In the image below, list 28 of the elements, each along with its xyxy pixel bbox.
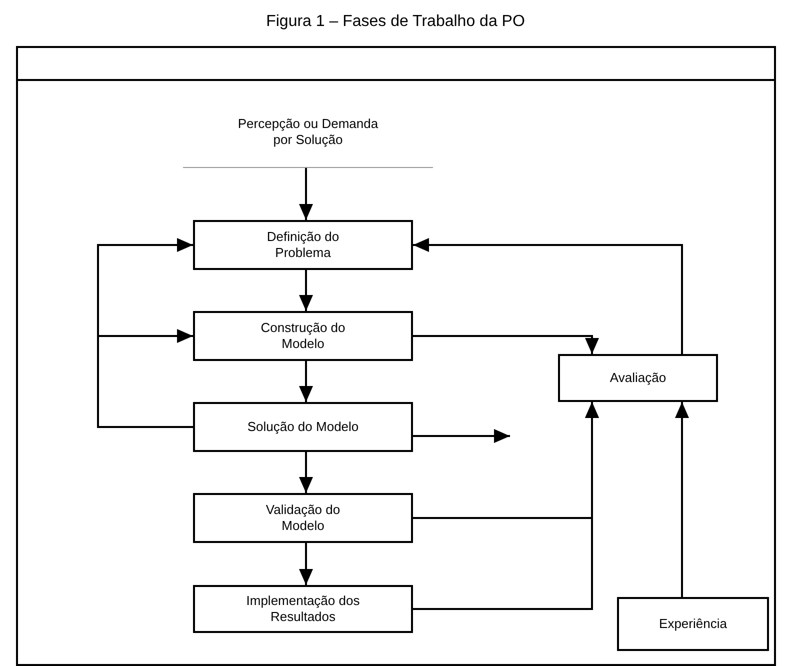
box-label: Experiência	[659, 616, 727, 632]
arrow	[413, 429, 510, 443]
arrow	[675, 402, 689, 597]
arrow	[413, 238, 683, 354]
arrow	[299, 361, 313, 402]
process-box	[193, 311, 413, 361]
process-box	[558, 354, 718, 402]
arrow	[299, 168, 313, 220]
arrow	[299, 452, 313, 493]
process-box	[193, 493, 413, 543]
process-box	[193, 402, 413, 452]
box-label: Definição do Problema	[266, 229, 340, 261]
box-label: Implementação dos Resultados	[245, 593, 361, 625]
box-label: Solução do Modelo	[247, 419, 359, 435]
box-label: Construção do Modelo	[260, 320, 346, 352]
process-box	[193, 220, 413, 270]
process-box	[193, 585, 413, 633]
input-text: Percepção ou Demanda por Solução	[236, 116, 380, 148]
arrow	[413, 402, 599, 610]
arrow	[413, 335, 599, 354]
process-box	[617, 597, 769, 651]
arrow	[299, 543, 313, 585]
box-label: Avaliação	[610, 370, 666, 386]
arrow	[299, 270, 313, 311]
arrow	[97, 329, 193, 428]
input-label	[183, 116, 433, 168]
figure-title: Figura 1 – Fases de Trabalho da PO	[265, 13, 526, 31]
box-label: Validação do Modelo	[264, 502, 342, 534]
